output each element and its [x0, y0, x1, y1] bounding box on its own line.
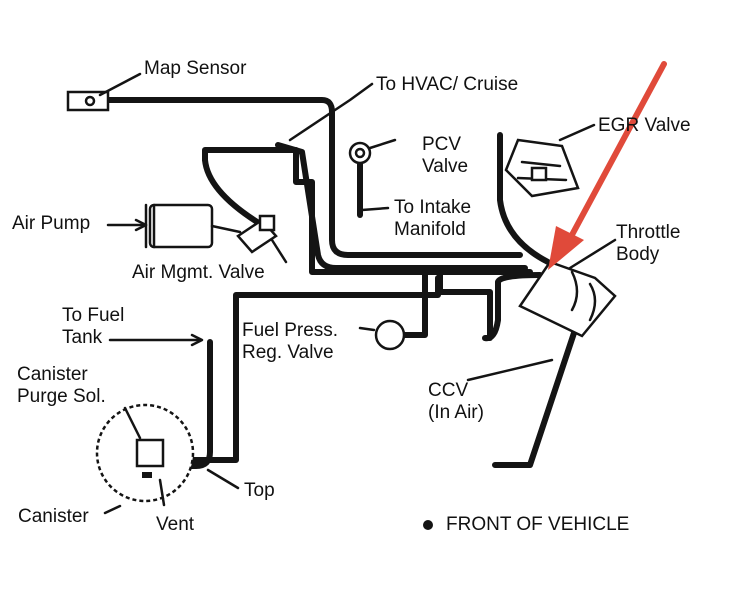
- front-of-vehicle-marker: [423, 520, 433, 530]
- ccv-in-air-label: CCV (In Air): [428, 380, 484, 423]
- pcv-valve-label: PCV Valve: [422, 134, 469, 177]
- canister-purge-sol-label: Canister Purge Sol.: [17, 364, 106, 407]
- to-hvac-cruise-label: To HVAC/ Cruise: [376, 74, 519, 95]
- fuel-press-reg-valve: [358, 319, 406, 351]
- ccv-leader: [466, 358, 554, 382]
- canister: [95, 403, 240, 515]
- hvac-cruise-leader: [288, 82, 374, 142]
- front-of-vehicle-label: FRONT OF VEHICLE: [446, 514, 630, 535]
- vacuum-hoses: [105, 97, 578, 469]
- egr-valve: [504, 123, 596, 198]
- to-fuel-tank-label: To Fuel Tank: [62, 305, 125, 348]
- map-sensor: [66, 72, 142, 112]
- egr-hose: [497, 132, 551, 265]
- egr-valve-label: EGR Valve: [598, 115, 691, 136]
- air-pump: [106, 203, 242, 249]
- to-intake-manifold-label: To Intake Manifold: [394, 197, 472, 240]
- pcv-valve: [348, 138, 397, 212]
- throttle-body-label: Throttle Body: [616, 222, 681, 265]
- air-mgmt-hose: [202, 147, 533, 275]
- throttle-body: [518, 238, 617, 338]
- highlight-arrow: [548, 61, 667, 270]
- air-pump-label: Air Pump: [12, 213, 91, 234]
- vent-label: Vent: [156, 514, 195, 535]
- air-mgmt-valve-label: Air Mgmt. Valve: [132, 262, 265, 283]
- map-sensor-label: Map Sensor: [144, 58, 247, 79]
- air-mgmt-valve: [236, 214, 288, 264]
- canister-label: Canister: [18, 506, 89, 527]
- to-fuel-tank-hose: [169, 339, 213, 469]
- hvac-cruise-hose: [275, 142, 528, 271]
- top-label: Top: [244, 480, 275, 501]
- throttle-body-loop-hose: [437, 267, 543, 342]
- ccv-hose: [492, 327, 578, 468]
- fuel-press-reg-valve-label: Fuel Press. Reg. Valve: [242, 320, 339, 363]
- map-sensor-hose: [105, 97, 523, 258]
- air-mgmt-valve-hose: [202, 157, 265, 228]
